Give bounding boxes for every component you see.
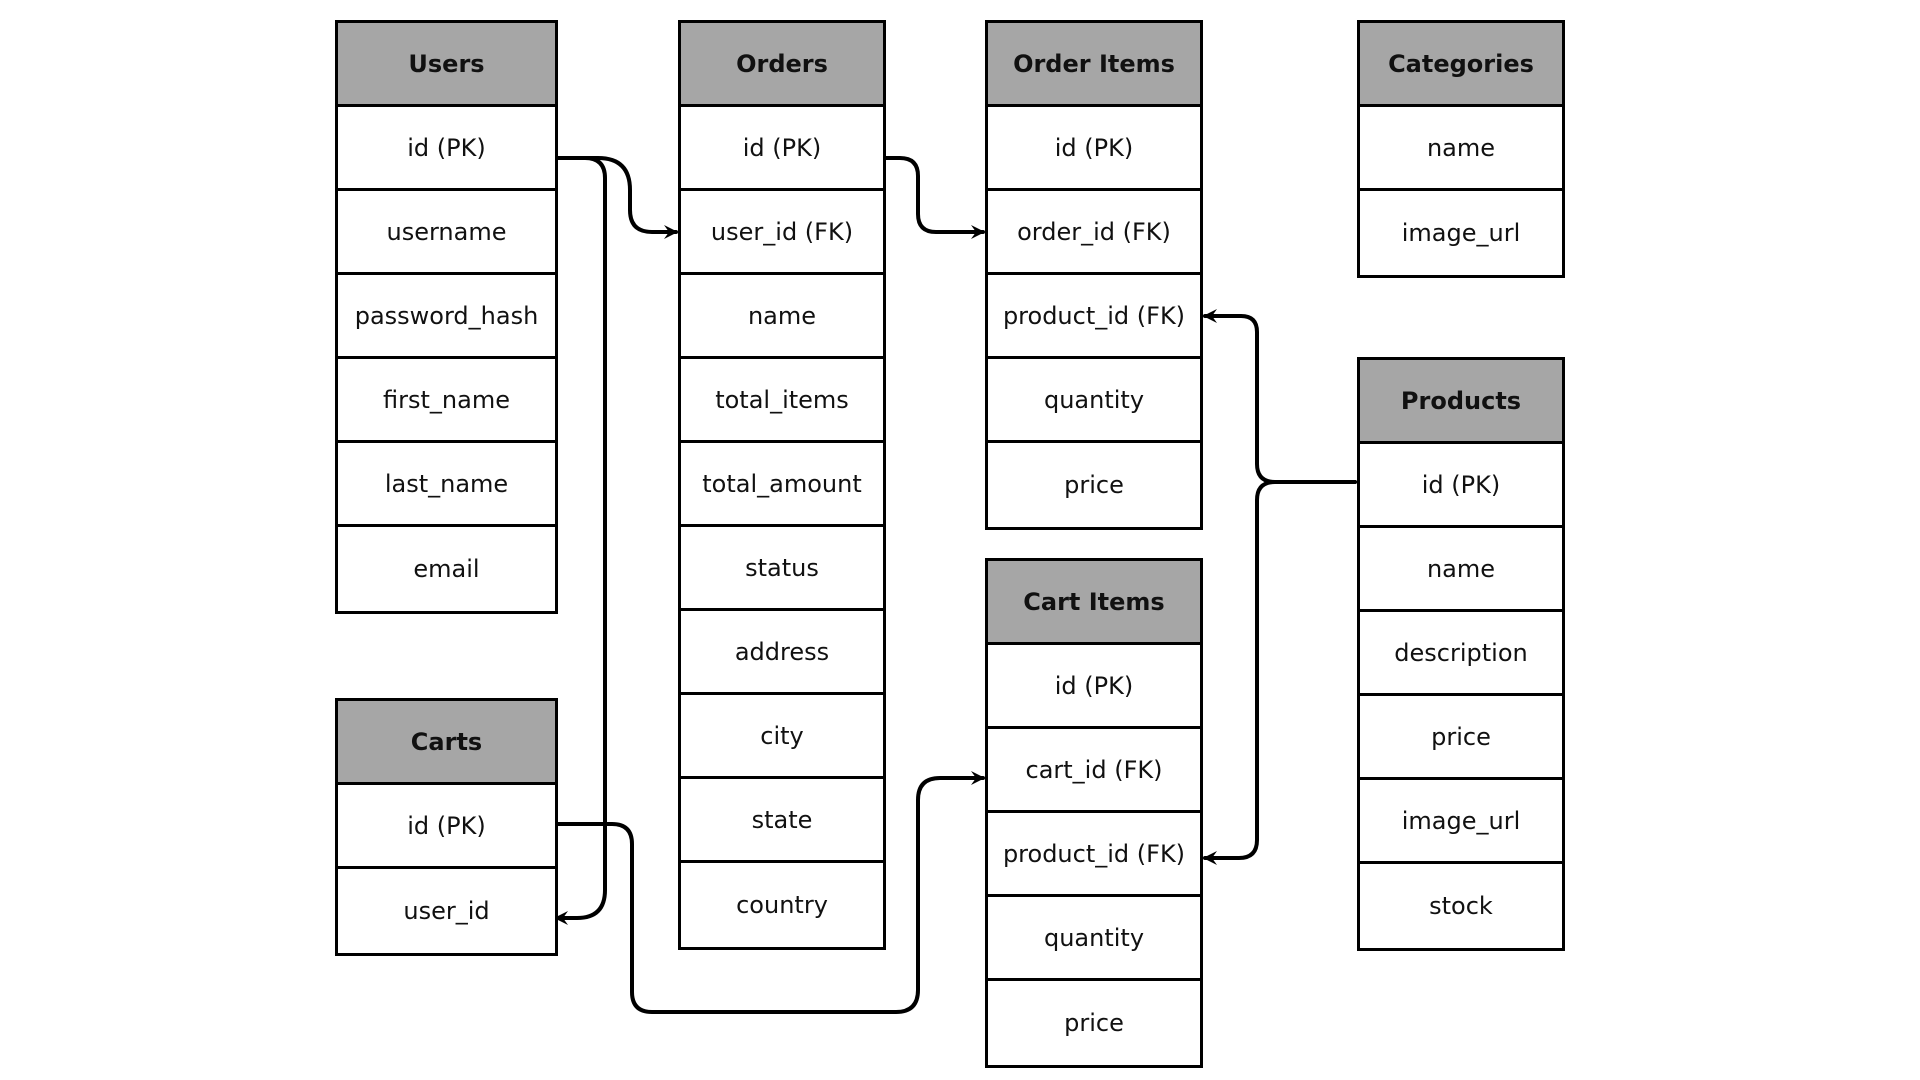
field-name: name — [681, 275, 883, 359]
field-image-url: image_url — [1401, 219, 1521, 247]
table-cart-items: Cart Items id (PK) cart_id (FK) product_… — [985, 558, 1203, 1068]
field-country: country — [736, 891, 828, 919]
field-image-url: image_url — [1360, 780, 1562, 864]
field-name: name — [1360, 528, 1562, 612]
field-id: id (PK) — [988, 107, 1200, 191]
field-price: price — [1360, 696, 1562, 780]
field-user-id: user_id — [403, 897, 490, 925]
field-last-name: last_name — [338, 443, 555, 527]
field-id: id (PK) — [988, 645, 1200, 729]
table-categories: Categories name image_url — [1357, 20, 1565, 278]
link-carts-cartitems — [554, 771, 985, 1014]
table-header: Products — [1360, 360, 1562, 444]
table-header: Cart Items — [988, 561, 1200, 645]
field-email: email — [413, 555, 480, 583]
field-quantity: quantity — [988, 897, 1200, 981]
field-city: city — [681, 695, 883, 779]
field-total-items: total_items — [681, 359, 883, 443]
field-product-id: product_id (FK) — [988, 813, 1200, 897]
field-password-hash: password_hash — [338, 275, 555, 359]
field-stock: stock — [1429, 892, 1493, 920]
table-header: Order Items — [988, 23, 1200, 107]
field-status: status — [681, 527, 883, 611]
link-orders-orderitems — [884, 156, 985, 239]
table-orders: Orders id (PK) user_id (FK) name total_i… — [678, 20, 886, 950]
field-username: username — [338, 191, 555, 275]
link-products-cartitems — [1203, 480, 1357, 865]
table-carts: Carts id (PK) user_id — [335, 698, 558, 956]
table-header: Users — [338, 23, 555, 107]
field-state: state — [681, 779, 883, 863]
link-products-orderitems — [1203, 309, 1357, 484]
table-order-items: Order Items id (PK) order_id (FK) produc… — [985, 20, 1203, 530]
field-product-id: product_id (FK) — [988, 275, 1200, 359]
field-address: address — [681, 611, 883, 695]
table-header: Categories — [1360, 23, 1562, 107]
field-name: name — [1360, 107, 1562, 191]
field-description: description — [1360, 612, 1562, 696]
field-price: price — [1064, 1009, 1124, 1037]
field-id: id (PK) — [1360, 444, 1562, 528]
field-id: id (PK) — [338, 107, 555, 191]
field-first-name: first_name — [338, 359, 555, 443]
field-cart-id: cart_id (FK) — [988, 729, 1200, 813]
field-id: id (PK) — [681, 107, 883, 191]
link-users-orders — [554, 156, 678, 239]
table-users: Users id (PK) username password_hash fir… — [335, 20, 558, 614]
field-price: price — [1064, 471, 1124, 499]
table-header: Orders — [681, 23, 883, 107]
table-header: Carts — [338, 701, 555, 785]
link-users-carts — [554, 156, 607, 925]
field-id: id (PK) — [338, 785, 555, 869]
field-total-amount: total_amount — [681, 443, 883, 527]
field-order-id: order_id (FK) — [988, 191, 1200, 275]
table-products: Products id (PK) name description price … — [1357, 357, 1565, 951]
field-quantity: quantity — [988, 359, 1200, 443]
field-user-id: user_id (FK) — [681, 191, 883, 275]
